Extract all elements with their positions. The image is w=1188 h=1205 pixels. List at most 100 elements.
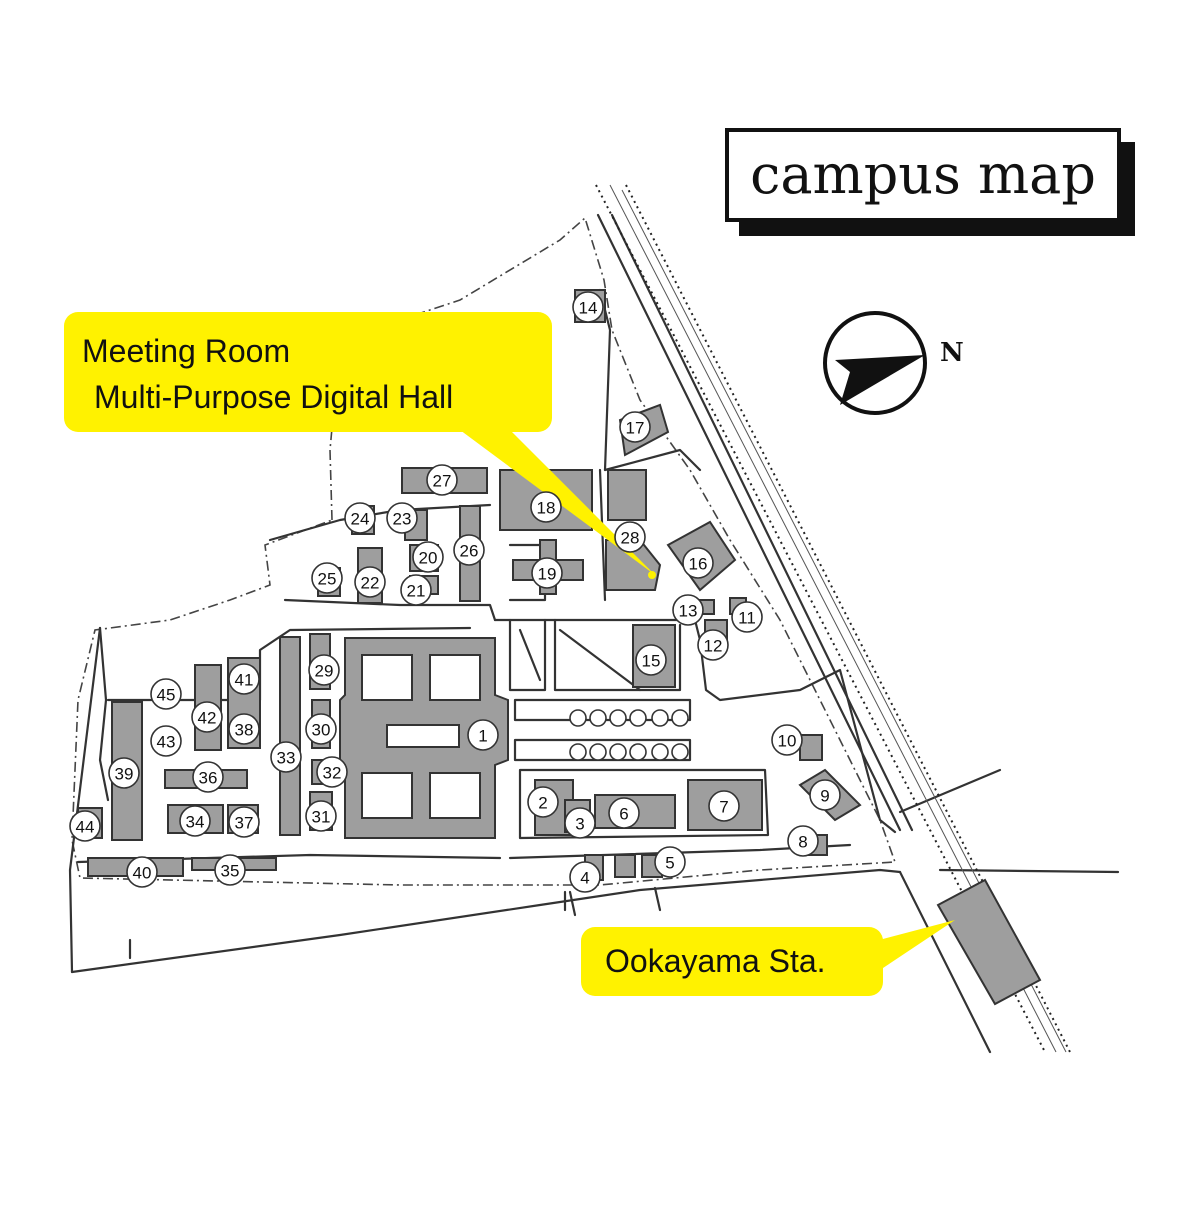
building-label: 10	[771, 724, 803, 756]
building-label-text: 19	[538, 565, 557, 584]
building-label-text: 21	[407, 582, 426, 601]
building-label: 20	[412, 541, 444, 573]
building-label: 43	[150, 725, 182, 757]
building-label-text: 24	[351, 510, 370, 529]
station-callout-pointer	[860, 920, 955, 970]
building-label-text: 25	[318, 570, 337, 589]
building-label: 32	[316, 756, 348, 788]
meeting-room-marker	[648, 571, 656, 579]
building-label-text: 33	[277, 749, 296, 768]
building-label-text: 20	[419, 549, 438, 568]
building-label: 17	[619, 411, 651, 443]
building-label-text: 5	[665, 854, 674, 873]
building-label: 37	[228, 806, 260, 838]
building-label: 2	[527, 786, 559, 818]
building-label: 41	[228, 663, 260, 695]
building-label: 4	[569, 861, 601, 893]
building-label: 22	[354, 566, 386, 598]
railway	[595, 184, 1071, 1053]
building-label-text: 6	[619, 805, 628, 824]
building-label-text: 42	[198, 709, 217, 728]
building-label: 42	[191, 701, 223, 733]
building-label-text: 36	[199, 769, 218, 788]
building-label: 23	[386, 502, 418, 534]
building-label-text: 43	[157, 733, 176, 752]
map-title: campus map	[725, 128, 1121, 222]
building-label: 18	[530, 491, 562, 523]
building-label-text: 14	[579, 299, 598, 318]
building-label: 16	[682, 547, 714, 579]
building-label: 5	[654, 846, 686, 878]
building-label-text: 30	[312, 721, 331, 740]
building-label-text: 17	[626, 419, 645, 438]
building-label-text: 9	[820, 787, 829, 806]
building-label: 36	[192, 761, 224, 793]
building-label-text: 41	[235, 671, 254, 690]
building-label: 1	[467, 719, 499, 751]
building-label: 40	[126, 856, 158, 888]
building-label: 14	[572, 291, 604, 323]
building-label: 34	[179, 805, 211, 837]
meeting-room-callout: Meeting Room Multi-Purpose Digital Hall	[64, 312, 552, 432]
building-label: 15	[635, 644, 667, 676]
building-label-text: 11	[738, 609, 756, 628]
building-label-text: 2	[538, 794, 547, 813]
building-label: 6	[608, 797, 640, 829]
compass-needle-icon	[835, 355, 925, 405]
building-label-text: 45	[157, 686, 176, 705]
building-label-text: 15	[642, 652, 661, 671]
building-label-text: 8	[798, 833, 807, 852]
building-label: 26	[453, 534, 485, 566]
building-label-text: 7	[719, 798, 728, 817]
campus-boundary	[71, 216, 897, 886]
building-label: 8	[787, 825, 819, 857]
building-label-text: 37	[235, 814, 254, 833]
building-label: 21	[400, 574, 432, 606]
compass	[823, 311, 927, 415]
building-label-text: 22	[361, 574, 380, 593]
meeting-callout-line2: Multi-Purpose Digital Hall	[94, 379, 454, 415]
building-label-text: 29	[315, 662, 334, 681]
building-label-text: 38	[235, 721, 254, 740]
station-callout: Ookayama Sta.	[581, 927, 883, 996]
building-label: 45	[150, 678, 182, 710]
building-label: 25	[311, 562, 343, 594]
building-label: 24	[344, 502, 376, 534]
building-label-text: 13	[679, 602, 698, 621]
building-label: 11	[731, 601, 763, 633]
building-label-text: 23	[393, 510, 412, 529]
building-label-text: 35	[221, 862, 240, 881]
building-label: 38	[228, 713, 260, 745]
building-label: 29	[308, 654, 340, 686]
north-label: N	[940, 338, 964, 368]
building-label: 27	[426, 464, 458, 496]
building-label: 33	[270, 741, 302, 773]
building-label-text: 39	[115, 765, 134, 784]
building-label-text: 18	[537, 499, 556, 518]
garden-circles	[569, 709, 689, 761]
building-label: 39	[108, 757, 140, 789]
building-label: 7	[708, 790, 740, 822]
building-label: 28	[614, 521, 646, 553]
building-label-text: 31	[312, 808, 331, 827]
building-label-text: 4	[580, 869, 589, 888]
building-label: 9	[809, 779, 841, 811]
building-label-text: 26	[460, 542, 479, 561]
building-label: 35	[214, 854, 246, 886]
building-label: 30	[305, 713, 337, 745]
building-label: 13	[672, 594, 704, 626]
building-label-text: 44	[76, 818, 95, 837]
building-label-text: 40	[133, 864, 152, 883]
building-label-text: 1	[478, 727, 487, 746]
meeting-callout-line1: Meeting Room	[82, 333, 291, 369]
building-label: 19	[531, 557, 563, 589]
building-label-text: 10	[778, 732, 797, 751]
building-label-text: 28	[621, 529, 640, 548]
building-label: 12	[697, 629, 729, 661]
building-label: 31	[305, 800, 337, 832]
building-label-text: 34	[186, 813, 205, 832]
building-label-text: 12	[704, 637, 723, 656]
building-label-text: 27	[433, 472, 452, 491]
